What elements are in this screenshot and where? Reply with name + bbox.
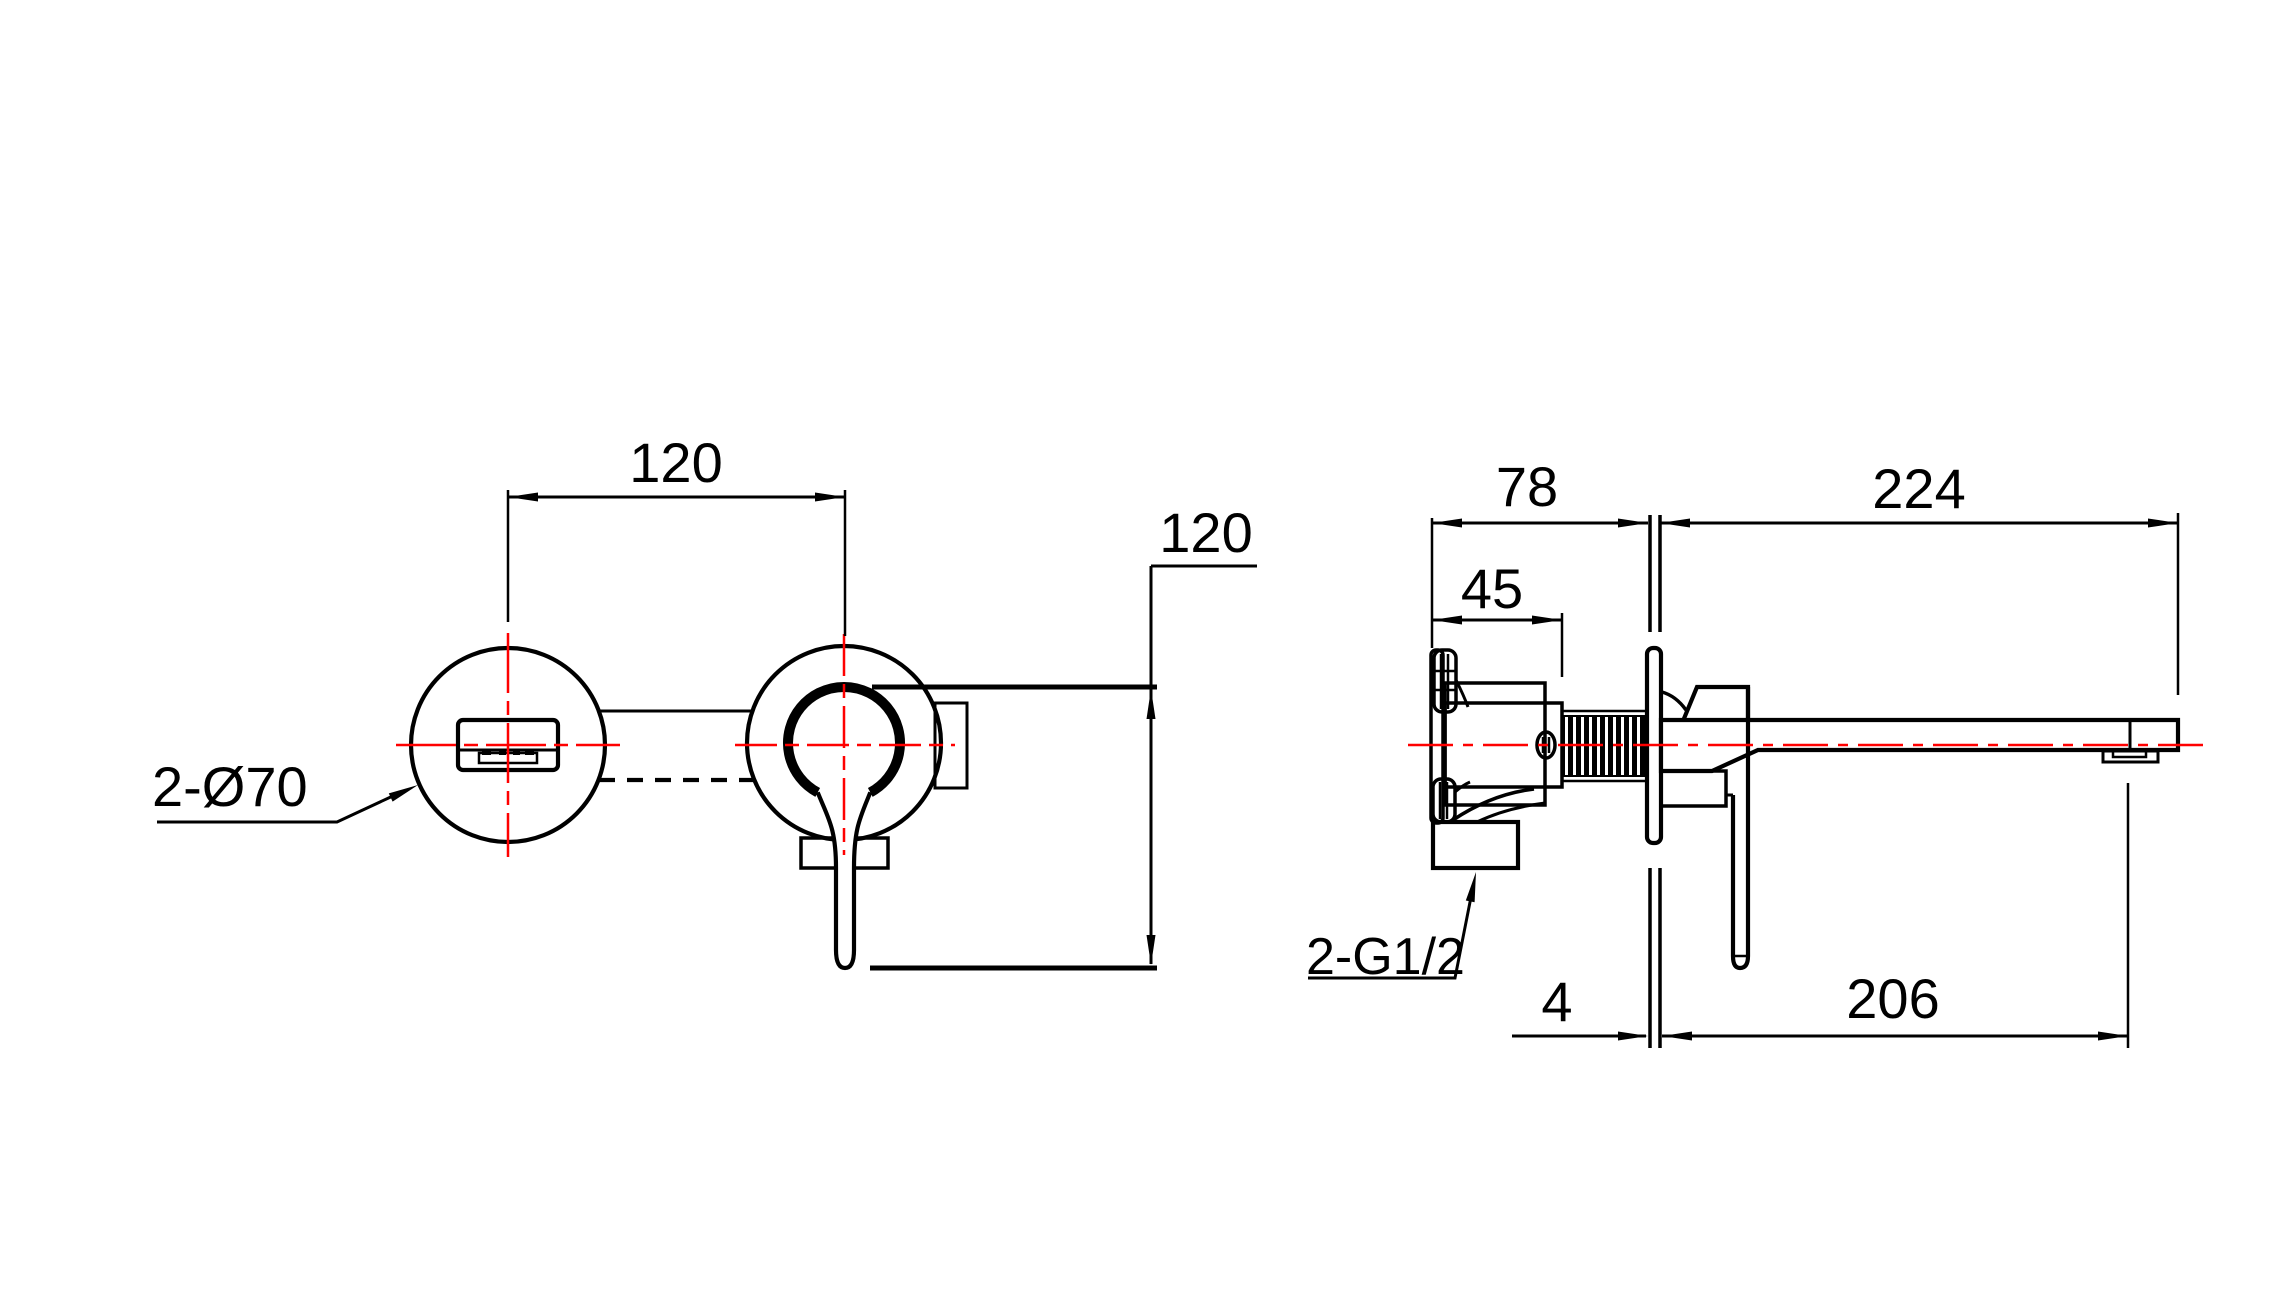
label-hole-diameter: 2-Ø70 [152, 755, 308, 818]
handle-lever-front [815, 791, 873, 971]
dim-spout-reach: 224 [1872, 457, 1965, 520]
dim-plate-thickness: 4 [1541, 970, 1572, 1033]
front-view [396, 633, 1157, 971]
inlet-port [1430, 819, 1521, 871]
side-view [1408, 515, 2205, 1048]
dim-handle-height: 120 [1159, 501, 1252, 564]
dim-body-depth: 78 [1496, 455, 1558, 518]
label-inlet-thread: 2-G1/2 [1306, 928, 1465, 986]
side-view-dimensions: 78 45 224 4 206 2-G1/2 [1306, 455, 2180, 1048]
front-view-dimensions: 120 120 2-Ø70 [152, 431, 1257, 965]
elbow-curve [1452, 787, 1535, 822]
valve-nub [1659, 769, 1728, 808]
dim-outlet-reach: 206 [1846, 967, 1939, 1030]
dim-thread-depth: 45 [1461, 557, 1523, 620]
dim-hole-spacing: 120 [629, 431, 722, 494]
handle-cap [1679, 684, 1751, 724]
body-screw [1535, 730, 1557, 760]
